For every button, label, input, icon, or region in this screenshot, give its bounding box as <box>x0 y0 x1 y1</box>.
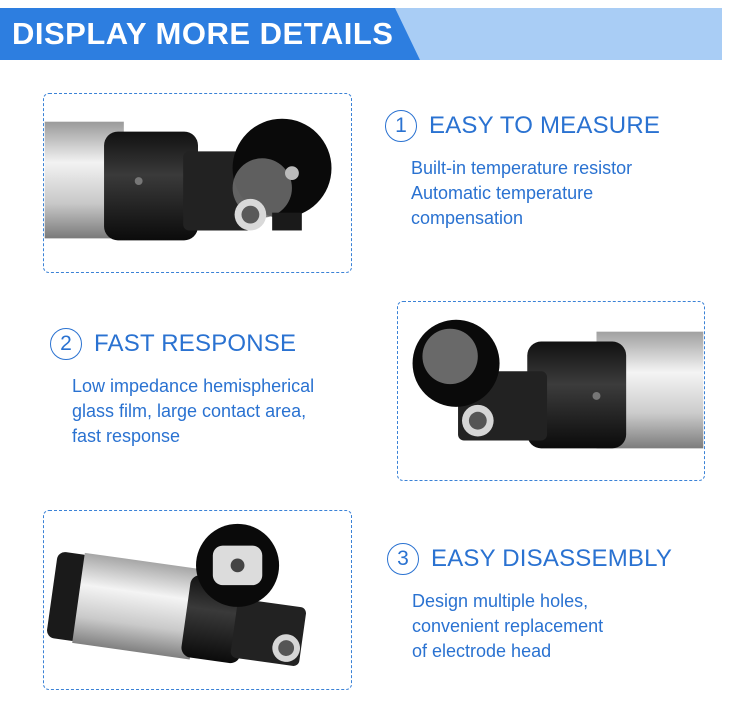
feature-desc-line: Built-in temperature resistor <box>411 158 633 178</box>
feature-description: Low impedance hemispherical glass film, … <box>72 374 314 449</box>
electrode-side-image <box>412 319 704 449</box>
section-header-banner: DISPLAY MORE DETAILS <box>0 8 722 60</box>
feature-title: EASY DISASSEMBLY <box>431 545 673 572</box>
feature-easy-disassembly: 3 EASY DISASSEMBLY Design multiple holes… <box>387 541 672 664</box>
feature-desc-line: glass film, large contact area, <box>72 401 307 421</box>
banner-dark-tab <box>0 8 420 60</box>
feature-desc-line: Design multiple holes, <box>412 591 589 611</box>
page-title: DISPLAY MORE DETAILS <box>12 16 394 51</box>
electrode-photo-2 <box>397 301 705 481</box>
feature-desc-line: Low impedance hemispherical <box>72 376 315 396</box>
feature-description: Built-in temperature resistor Automatic … <box>411 156 660 231</box>
feature-number-badge: 1 <box>385 110 417 142</box>
feature-easy-to-measure: 1 EASY TO MEASURE Built-in temperature r… <box>385 108 660 231</box>
electrode-full-image <box>47 523 306 666</box>
feature-number-badge: 3 <box>387 543 419 575</box>
feature-title: EASY TO MEASURE <box>429 112 661 139</box>
electrode-photo-3 <box>43 510 352 690</box>
electrode-photo-1 <box>43 93 352 273</box>
feature-desc-line: convenient replacement <box>412 616 604 636</box>
feature-description: Design multiple holes, convenient replac… <box>412 589 672 664</box>
feature-desc-line: compensation <box>411 208 524 228</box>
feature-desc-line: fast response <box>72 426 181 446</box>
feature-title: FAST RESPONSE <box>94 330 297 357</box>
feature-fast-response: 2 FAST RESPONSE Low impedance hemispheri… <box>50 326 314 449</box>
feature-desc-line: Automatic temperature <box>411 183 594 203</box>
electrode-tip-image <box>44 118 332 241</box>
feature-number-badge: 2 <box>50 328 82 360</box>
feature-desc-line: of electrode head <box>412 641 552 661</box>
